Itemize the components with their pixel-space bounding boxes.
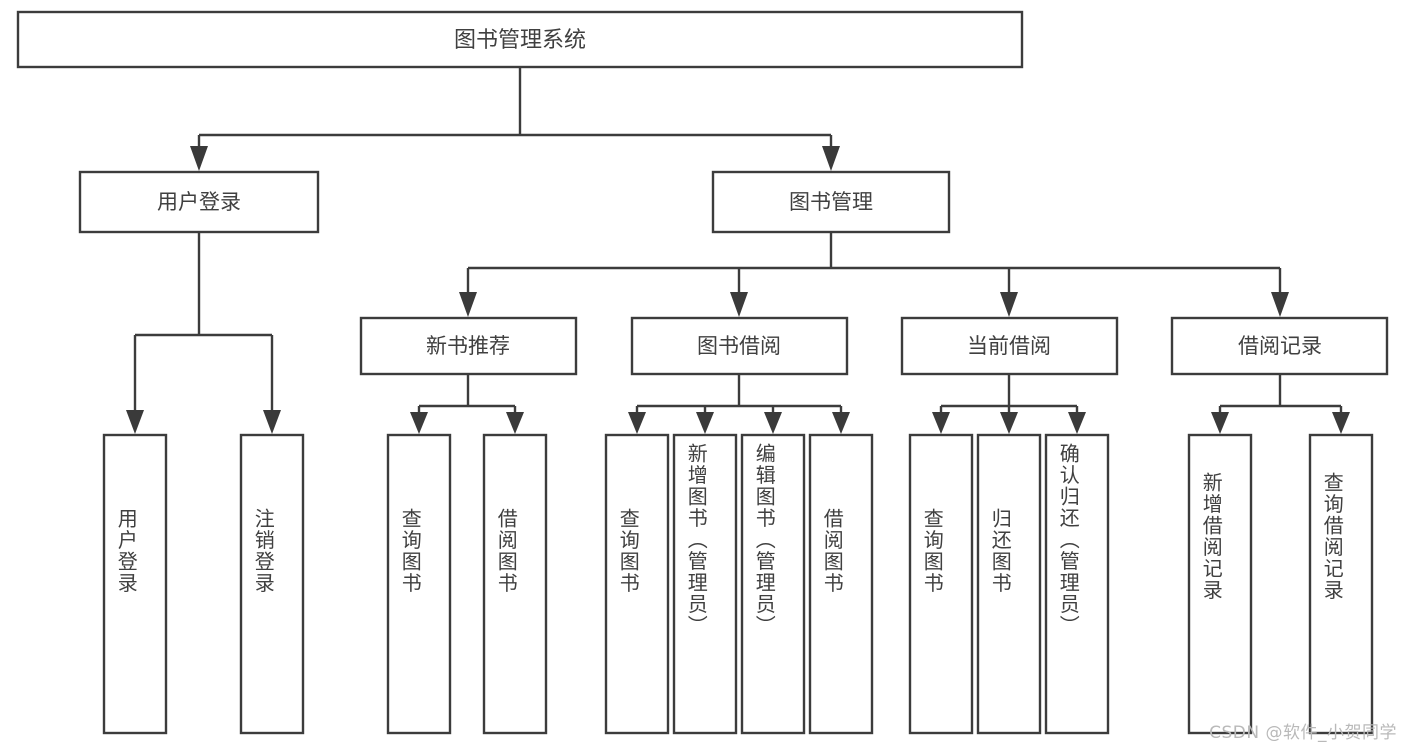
arrow-head-leaf-borrow-book-2 bbox=[832, 412, 850, 434]
arrow-head-leaf-add-record bbox=[1211, 412, 1229, 434]
node-book-manage-label: 图书管理 bbox=[789, 190, 873, 214]
connector-group-book-borrow bbox=[628, 374, 850, 434]
arrow-head-user-login bbox=[190, 146, 208, 171]
arrow-head-leaf-query-book-1 bbox=[410, 412, 428, 434]
arrow-head-leaf-query-book-3 bbox=[932, 412, 950, 434]
connector-group-user-login bbox=[126, 232, 281, 434]
connector-group-borrow-record bbox=[1211, 374, 1350, 434]
arrow-head-leaf-query-book-2 bbox=[628, 412, 646, 434]
leaf-borrow-book-1-box[interactable] bbox=[482, 433, 548, 735]
leaf-query-book-2-box[interactable] bbox=[604, 433, 670, 735]
node-book-manage[interactable]: 图书管理 bbox=[711, 170, 951, 234]
leaf-boxes bbox=[102, 433, 1374, 735]
node-root-label: 图书管理系统 bbox=[454, 28, 586, 53]
arrow-head-leaf-confirm-return bbox=[1068, 412, 1086, 434]
arrow-head-leaf-borrow-book-1 bbox=[506, 412, 524, 434]
arrow-head-leaf-user-login bbox=[126, 410, 144, 434]
node-user-login-box[interactable] bbox=[78, 170, 320, 234]
arrow-head-leaf-add-book bbox=[696, 412, 714, 434]
node-root[interactable]: 图书管理系统 bbox=[16, 10, 1024, 69]
node-new-book-recommend-label: 新书推荐 bbox=[426, 334, 510, 358]
node-borrow-record[interactable]: 借阅记录 bbox=[1170, 316, 1389, 376]
node-book-borrow[interactable]: 图书借阅 bbox=[630, 316, 849, 376]
leaf-add-book-box[interactable] bbox=[672, 433, 738, 735]
arrow-head-book-manage bbox=[822, 146, 840, 171]
arrow-head-book-borrow bbox=[730, 292, 748, 317]
node-book-borrow-label: 图书借阅 bbox=[697, 334, 781, 358]
arrow-head-leaf-query-record bbox=[1332, 412, 1350, 434]
arrow-head-borrow-record bbox=[1271, 292, 1289, 317]
leaf-query-record-box[interactable] bbox=[1308, 433, 1374, 735]
leaf-query-book-3-box[interactable] bbox=[908, 433, 974, 735]
connector-group-book-manage bbox=[459, 232, 1289, 317]
arrow-head-leaf-edit-book bbox=[764, 412, 782, 434]
arrow-head-current-borrow bbox=[1000, 292, 1018, 317]
node-book-manage-box[interactable] bbox=[711, 170, 951, 234]
arrow-head-leaf-return-book bbox=[1000, 412, 1018, 434]
arrow-head-leaf-user-logout bbox=[263, 410, 281, 434]
leaf-add-record-box[interactable] bbox=[1187, 433, 1253, 735]
node-root-box[interactable] bbox=[16, 10, 1024, 69]
node-borrow-record-box[interactable] bbox=[1170, 316, 1389, 376]
connector-group-current-borrow bbox=[932, 374, 1086, 434]
node-current-borrow-label: 当前借阅 bbox=[967, 334, 1051, 358]
node-current-borrow-box[interactable] bbox=[900, 316, 1119, 376]
node-user-login-label: 用户登录 bbox=[157, 190, 241, 214]
node-new-book-recommend-box[interactable] bbox=[359, 316, 578, 376]
connector-group-root bbox=[190, 67, 840, 171]
node-user-login[interactable]: 用户登录 bbox=[78, 170, 320, 234]
node-new-book-recommend[interactable]: 新书推荐 bbox=[359, 316, 578, 376]
leaf-return-book-box[interactable] bbox=[976, 433, 1042, 735]
node-borrow-record-label: 借阅记录 bbox=[1238, 334, 1322, 358]
connector-group-new-book-recommend bbox=[410, 374, 524, 434]
leaf-confirm-return-box[interactable] bbox=[1044, 433, 1110, 735]
node-current-borrow[interactable]: 当前借阅 bbox=[900, 316, 1119, 376]
csdn-watermark: CSDN @软件_小贺同学 bbox=[1209, 723, 1397, 743]
leaf-user-login-box[interactable] bbox=[102, 433, 168, 735]
leaf-borrow-book-2-box[interactable] bbox=[808, 433, 874, 735]
leaf-query-book-1-box[interactable] bbox=[386, 433, 452, 735]
leaf-user-logout-box[interactable] bbox=[239, 433, 305, 735]
node-book-borrow-box[interactable] bbox=[630, 316, 849, 376]
leaf-edit-book-box[interactable] bbox=[740, 433, 806, 735]
arrow-head-new-book-recommend bbox=[459, 292, 477, 317]
